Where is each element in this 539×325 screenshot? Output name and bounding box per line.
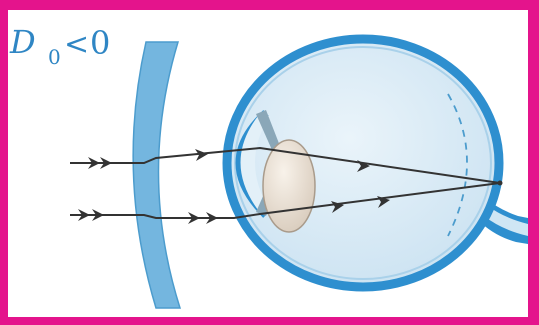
diverging-lens (133, 42, 180, 308)
myopia-correction-diagram: D 0 < 0 (8, 10, 528, 317)
optical-power-relation: < (64, 27, 89, 62)
optical-power-subscript: 0 (48, 45, 61, 69)
crystalline-lens (263, 140, 315, 232)
focal-point (498, 181, 503, 186)
optical-power-label: D (9, 23, 36, 61)
optical-power-value: 0 (90, 24, 110, 62)
